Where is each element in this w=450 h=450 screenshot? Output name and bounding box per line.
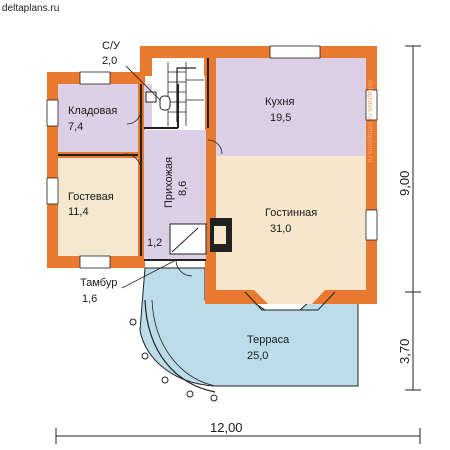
living-room (216, 156, 366, 304)
wc-toilet (159, 95, 171, 111)
vestibule-area-label: 1,6 (82, 293, 97, 305)
wc-area-label: 2,0 (102, 55, 117, 67)
vestibule-door-swing (171, 227, 199, 253)
pantry-name-label: Кладовая (68, 105, 117, 117)
guest-name-label: Гостевая (68, 191, 114, 203)
wc-leader (125, 65, 161, 101)
terrace-railing-inner (151, 299, 216, 387)
fireplace (210, 218, 232, 252)
pantry-room (58, 84, 138, 152)
living-name-label: Гостинная (265, 207, 317, 219)
terrace-depth-label: 3,70 (397, 339, 412, 364)
depth-dimension (405, 45, 421, 391)
width-dimension (55, 428, 421, 444)
hall-name-label: Прихожая (163, 157, 175, 208)
vestibule-name-label: Тамбур (80, 277, 117, 289)
vestibule-room (169, 223, 207, 255)
guest-room (58, 158, 138, 256)
terrace-name-label: Терраса (247, 334, 290, 346)
house-depth-label: 9,00 (397, 171, 412, 196)
kitchen-name-label: Кухня (265, 96, 294, 108)
hall-area-label: 8,6 (177, 181, 189, 196)
windows (46, 45, 378, 269)
terrace-area (139, 267, 359, 387)
terrace-area-label: 25,0 (247, 350, 268, 362)
doors (124, 109, 223, 277)
kitchen-area-label: 19,5 (270, 112, 291, 124)
bay-window (244, 291, 336, 311)
kitchen-room (216, 58, 366, 156)
wc-sink (145, 91, 157, 103)
guest-area-label: 11,4 (68, 206, 89, 218)
terrace-railing (144, 299, 216, 393)
wall-watermark: deltaplans.ru deltaplans.ru (366, 80, 373, 162)
width-dimension-label: 12,00 (210, 420, 243, 435)
terrace-posts (129, 318, 218, 402)
small-area-label: 1,2 (147, 237, 162, 249)
site-label: deltaplans.ru (2, 3, 59, 14)
staircase (167, 62, 204, 126)
living-area-label: 31,0 (270, 223, 291, 235)
wc-name-label: С/У (102, 40, 121, 52)
vestibule-leader (121, 259, 177, 289)
svg-text:deltaplans.ru deltaplans.ru: deltaplans.ru deltaplans.ru (366, 80, 373, 162)
pantry-area-label: 7,4 (68, 121, 83, 133)
